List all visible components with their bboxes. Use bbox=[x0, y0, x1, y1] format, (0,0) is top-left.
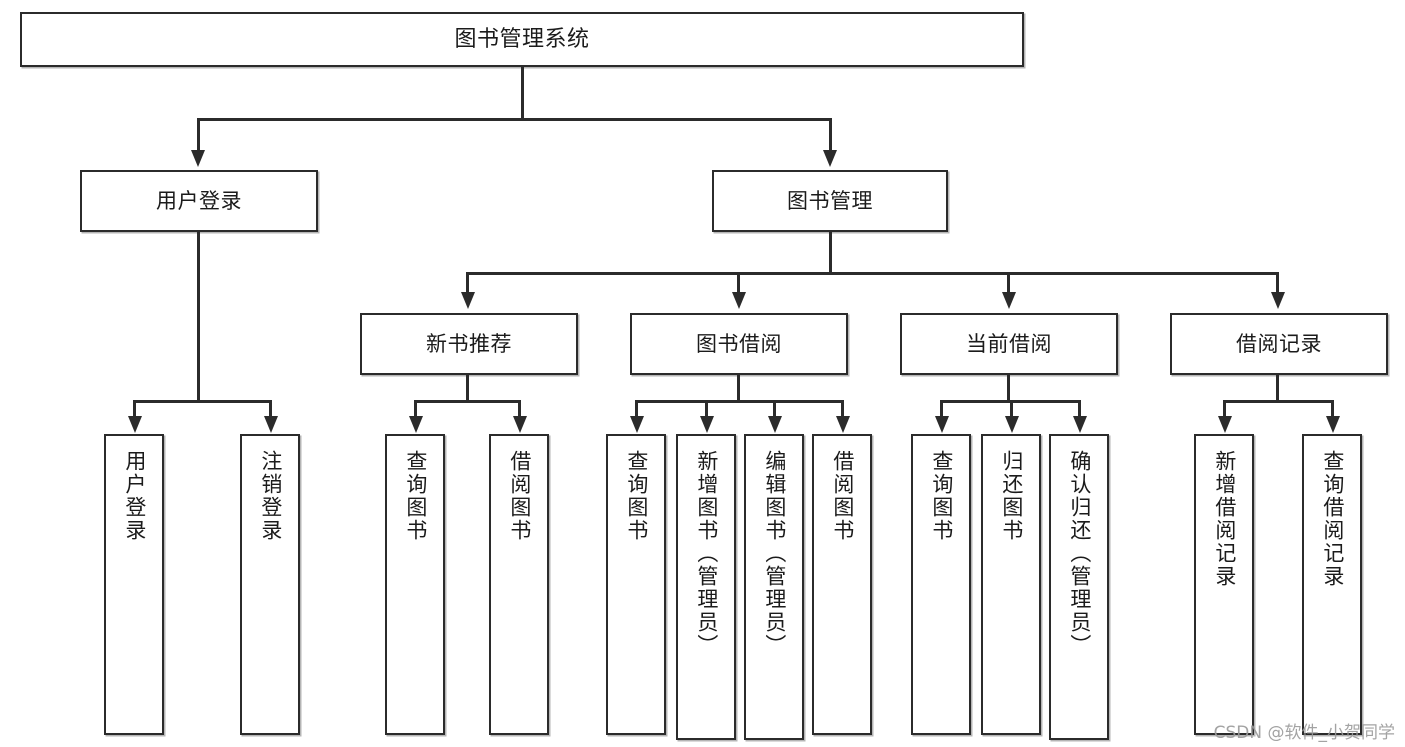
leaf-user-login-logout[interactable]: 注销登录 bbox=[240, 434, 300, 735]
arrow-nbr-to-leaf-1 bbox=[409, 416, 423, 433]
leaf-book-borrow-edit-book-admin[interactable]: 编辑图书（管理员） bbox=[744, 434, 804, 740]
node-book-borrow[interactable]: 图书借阅 bbox=[630, 313, 848, 375]
leaf-label: 新增图书（管理员） bbox=[694, 450, 719, 657]
connector-user-login-bus bbox=[133, 400, 269, 403]
leaf-label: 查询借阅记录 bbox=[1320, 450, 1345, 588]
arrow-br-to-leaf-1 bbox=[1218, 416, 1232, 433]
node-new-book-recommend[interactable]: 新书推荐 bbox=[360, 313, 578, 375]
leaf-user-login-login[interactable]: 用户登录 bbox=[104, 434, 164, 735]
arrow-user-login-to-leaf-1 bbox=[128, 416, 142, 433]
connector-to-new-book-recommend bbox=[466, 272, 469, 294]
arrow-root-to-user-login bbox=[191, 150, 205, 167]
arrow-br-to-leaf-2 bbox=[1326, 416, 1340, 433]
connector-cb-to-leaf-1 bbox=[940, 400, 943, 418]
connector-user-login-to-leaf-2 bbox=[269, 400, 272, 418]
arrow-cb-to-leaf-2 bbox=[1005, 416, 1019, 433]
connector-borrow-record-bus bbox=[1223, 400, 1333, 403]
leaf-label: 查询图书 bbox=[624, 450, 649, 542]
arrow-bb-to-leaf-3 bbox=[768, 416, 782, 433]
connector-to-borrow-record bbox=[1276, 272, 1279, 294]
node-current-borrow[interactable]: 当前借阅 bbox=[900, 313, 1118, 375]
node-label: 新书推荐 bbox=[426, 331, 512, 356]
node-label: 当前借阅 bbox=[966, 331, 1052, 356]
leaf-new-book-borrow-book[interactable]: 借阅图书 bbox=[489, 434, 549, 735]
leaf-label: 查询图书 bbox=[929, 450, 954, 542]
connector-user-login-stem bbox=[197, 232, 200, 402]
connector-root-to-user-login bbox=[197, 118, 200, 151]
node-label: 图书管理 bbox=[787, 188, 873, 213]
connector-br-to-leaf-1 bbox=[1223, 400, 1226, 418]
leaf-book-borrow-borrow-book[interactable]: 借阅图书 bbox=[812, 434, 872, 735]
connector-level3-bus bbox=[466, 272, 1278, 275]
leaf-label: 借阅图书 bbox=[830, 450, 855, 542]
connector-book-borrow-bus bbox=[635, 400, 843, 403]
connector-cb-to-leaf-3 bbox=[1078, 400, 1081, 418]
connector-bb-to-leaf-1 bbox=[635, 400, 638, 418]
connector-new-book-recommend-stem bbox=[466, 375, 469, 402]
arrow-cb-to-leaf-3 bbox=[1073, 416, 1087, 433]
arrow-to-book-borrow bbox=[732, 292, 746, 309]
connector-new-book-recommend-bus bbox=[414, 400, 520, 403]
leaf-label: 用户登录 bbox=[122, 450, 147, 542]
connector-cb-to-leaf-2 bbox=[1010, 400, 1013, 418]
leaf-label: 注销登录 bbox=[258, 450, 283, 542]
leaf-label: 编辑图书（管理员） bbox=[762, 450, 787, 657]
leaf-current-borrow-return-book[interactable]: 归还图书 bbox=[981, 434, 1041, 735]
connector-nbr-to-leaf-2 bbox=[518, 400, 521, 418]
connector-bb-to-leaf-2 bbox=[705, 400, 708, 418]
connector-bb-to-leaf-3 bbox=[773, 400, 776, 418]
node-book-management[interactable]: 图书管理 bbox=[712, 170, 948, 232]
arrow-bb-to-leaf-4 bbox=[836, 416, 850, 433]
arrow-to-current-borrow bbox=[1002, 292, 1016, 309]
connector-root-bus bbox=[197, 118, 831, 121]
leaf-current-borrow-query-book[interactable]: 查询图书 bbox=[911, 434, 971, 735]
arrow-user-login-to-leaf-2 bbox=[264, 416, 278, 433]
arrow-root-to-book-management bbox=[823, 150, 837, 167]
node-user-login[interactable]: 用户登录 bbox=[80, 170, 318, 232]
leaf-label: 查询图书 bbox=[403, 450, 428, 542]
connector-borrow-record-stem bbox=[1276, 375, 1279, 402]
arrow-to-new-book-recommend bbox=[461, 292, 475, 309]
connector-root-to-book-management bbox=[829, 118, 832, 151]
leaf-new-book-query-book[interactable]: 查询图书 bbox=[385, 434, 445, 735]
connector-br-to-leaf-2 bbox=[1331, 400, 1334, 418]
connector-book-management-stem bbox=[829, 232, 832, 274]
leaf-borrow-record-query-record[interactable]: 查询借阅记录 bbox=[1302, 434, 1362, 735]
connector-to-book-borrow bbox=[737, 272, 740, 294]
connector-nbr-to-leaf-1 bbox=[414, 400, 417, 418]
connector-bb-to-leaf-4 bbox=[841, 400, 844, 418]
node-label: 用户登录 bbox=[156, 188, 242, 213]
arrow-to-borrow-record bbox=[1271, 292, 1285, 309]
connector-user-login-to-leaf-1 bbox=[133, 400, 136, 418]
node-label: 图书借阅 bbox=[696, 331, 782, 356]
leaf-book-borrow-query-book[interactable]: 查询图书 bbox=[606, 434, 666, 735]
node-borrow-record[interactable]: 借阅记录 bbox=[1170, 313, 1388, 375]
connector-to-current-borrow bbox=[1007, 272, 1010, 294]
leaf-label: 确认归还（管理员） bbox=[1067, 450, 1092, 657]
connector-current-borrow-stem bbox=[1007, 375, 1010, 402]
arrow-nbr-to-leaf-2 bbox=[513, 416, 527, 433]
leaf-label: 归还图书 bbox=[999, 450, 1024, 542]
node-root-book-management-system[interactable]: 图书管理系统 bbox=[20, 12, 1024, 67]
arrow-bb-to-leaf-1 bbox=[630, 416, 644, 433]
leaf-book-borrow-add-book-admin[interactable]: 新增图书（管理员） bbox=[676, 434, 736, 740]
leaf-label: 借阅图书 bbox=[507, 450, 532, 542]
leaf-label: 新增借阅记录 bbox=[1212, 450, 1237, 588]
node-label: 图书管理系统 bbox=[454, 26, 590, 52]
leaf-borrow-record-add-record[interactable]: 新增借阅记录 bbox=[1194, 434, 1254, 735]
connector-book-borrow-stem bbox=[737, 375, 740, 402]
node-label: 借阅记录 bbox=[1236, 331, 1322, 356]
arrow-cb-to-leaf-1 bbox=[935, 416, 949, 433]
arrow-bb-to-leaf-2 bbox=[700, 416, 714, 433]
leaf-current-borrow-confirm-return-admin[interactable]: 确认归还（管理员） bbox=[1049, 434, 1109, 740]
connector-root-stem bbox=[521, 67, 524, 120]
